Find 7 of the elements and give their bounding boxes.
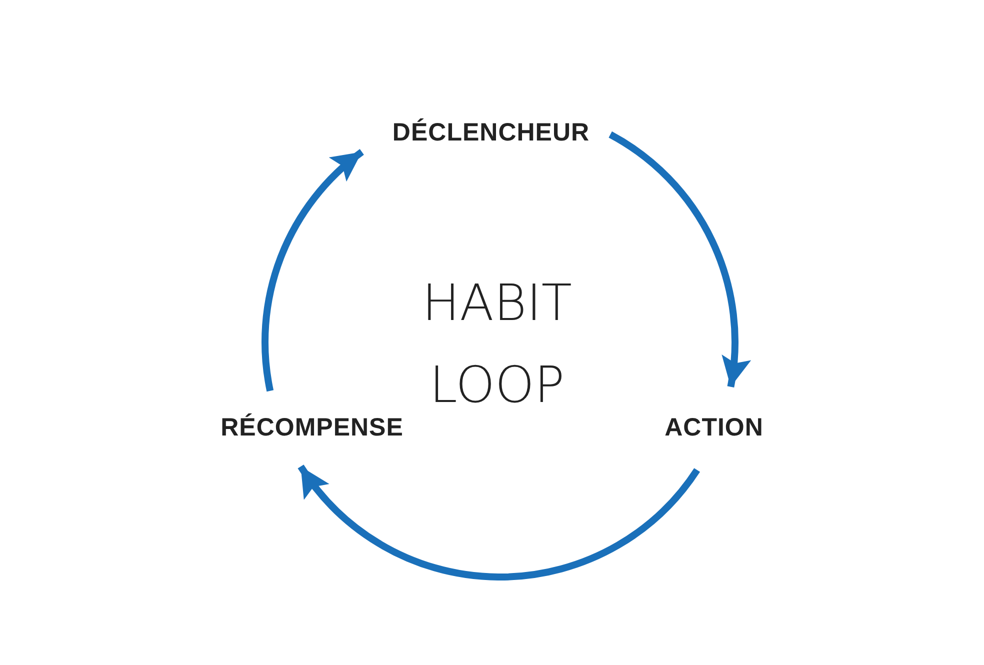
curved-arrow [262,149,364,392]
stage-label: ACTION [664,414,764,442]
stage-label: RÉCOMPENSE [220,414,404,442]
curved-arrow [608,132,750,388]
stage-label: DÉCLENCHEUR [392,118,590,148]
curved-arrow [298,464,700,580]
diagram-title: HABIT LOOP [421,273,573,416]
